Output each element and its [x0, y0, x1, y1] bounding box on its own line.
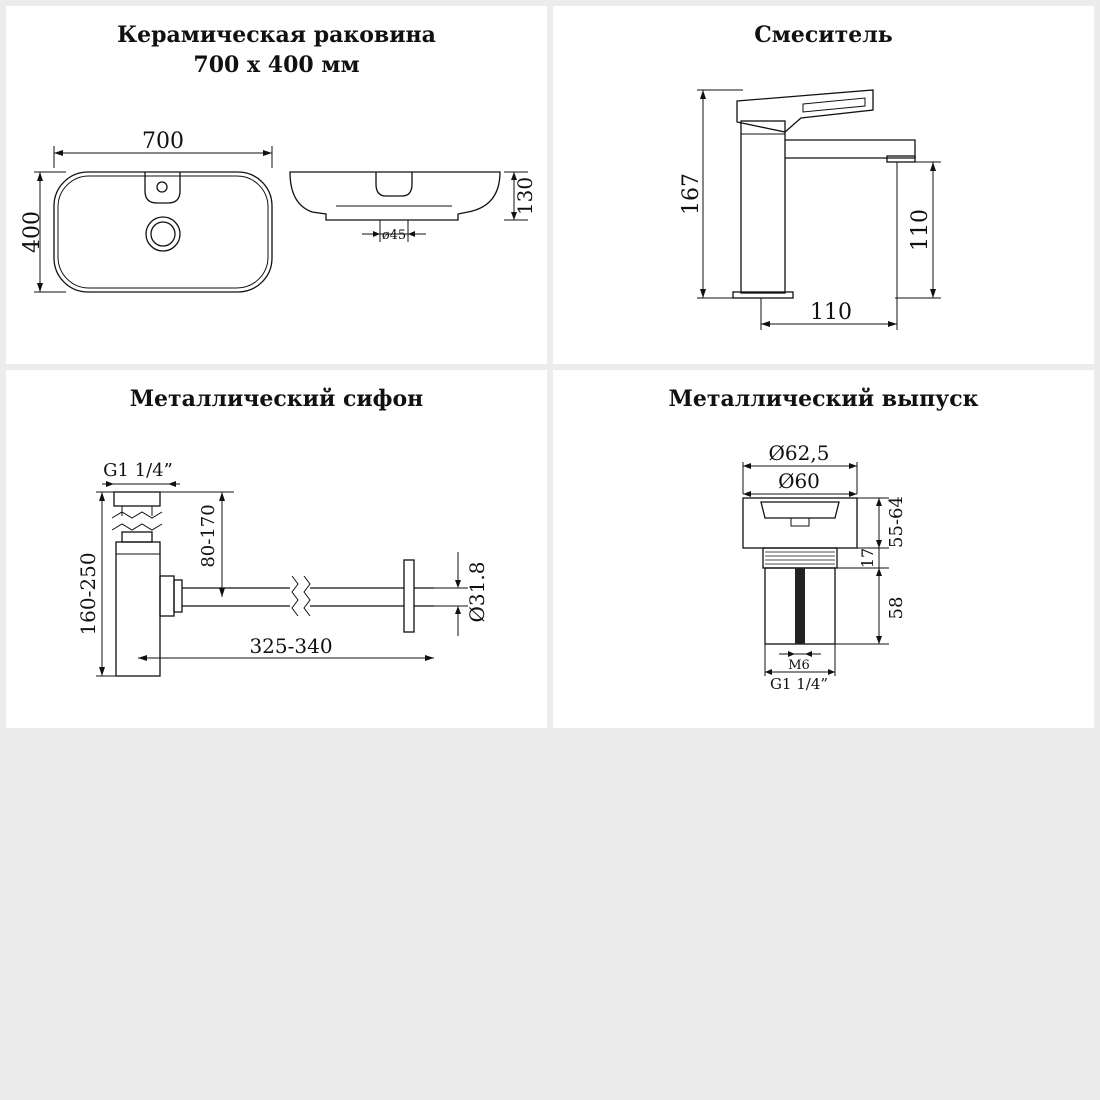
siphon-wall-flange — [403, 559, 415, 633]
drain-thread-label: G1 1/4” — [770, 675, 828, 693]
siphon-length-label: 325-340 — [249, 634, 332, 658]
siphon-height-label: 160-250 — [76, 552, 100, 635]
drain-cap-label: 17 — [858, 548, 877, 568]
siphon-top-nut — [113, 491, 161, 507]
faucet-drawing: 167 110 110 — [679, 89, 941, 330]
sink-side-view — [289, 171, 501, 221]
drain-bolt — [795, 568, 805, 644]
drain-hole — [145, 216, 181, 252]
faucet-title: Смеситель — [754, 22, 893, 48]
drain-outer-label: Ø62,5 — [769, 441, 830, 465]
faucet-panel: Смеситель 167 110 — [553, 6, 1094, 364]
siphon-thread-label: G1 1/4” — [103, 460, 173, 481]
siphon-outlet-nut — [159, 575, 175, 617]
drain-body-label: 58 — [886, 597, 907, 620]
sink-panel: Керамическая раковина 700 x 400 мм 700 4… — [6, 6, 547, 364]
drain-title: Металлический выпуск — [668, 386, 979, 412]
faucet-base — [732, 291, 794, 299]
sink-basin-inner — [57, 175, 269, 289]
sink-basin-outline — [53, 171, 273, 293]
faucet-aerator — [886, 155, 916, 163]
faucet-hole — [156, 181, 168, 193]
sink-title-line2: 700 x 400 мм — [193, 52, 360, 78]
drain-bolt-label: M6 — [788, 658, 810, 673]
siphon-panel: Металлический сифон G1 1/4” — [6, 370, 547, 728]
faucet-spout — [785, 139, 916, 159]
siphon-bottle — [115, 541, 161, 677]
drain-panel: Металлический выпуск Ø62,5 Ø60 — [553, 370, 1094, 728]
faucet-handle-detail — [802, 97, 866, 113]
faucet-mount-pad — [144, 172, 181, 204]
faucet-height-label: 167 — [679, 173, 704, 215]
drain-thread — [762, 547, 838, 569]
siphon-drawing: G1 1/4” — [76, 460, 489, 677]
siphon-break-bottom — [111, 523, 163, 531]
drain-cap — [742, 497, 858, 549]
siphon-break-top — [111, 511, 163, 519]
sink-side-pad — [375, 172, 413, 197]
sink-depth-label: 130 — [513, 177, 537, 215]
drain-plug — [760, 501, 840, 519]
siphon-title: Металлический сифон — [129, 386, 424, 412]
drain-hole-inner — [150, 221, 176, 247]
faucet-handle — [736, 89, 874, 133]
drain-drawing: Ø62,5 Ø60 55-64 17 — [742, 441, 907, 693]
faucet-body — [740, 120, 786, 294]
siphon-inlet-label: 80-170 — [198, 504, 219, 567]
faucet-spout-height-label: 110 — [908, 209, 933, 251]
sink-width-label: 700 — [142, 129, 184, 154]
sink-title-line1: Керамическая раковина — [117, 22, 436, 48]
faucet-reach-label: 110 — [810, 300, 852, 325]
siphon-pipe-break-right — [303, 575, 311, 617]
drain-height-label: 55-64 — [886, 496, 907, 548]
siphon-pipe-break-left — [291, 575, 299, 617]
sink-height-label: 400 — [20, 211, 45, 253]
drain-inner-label: Ø60 — [778, 469, 820, 493]
sink-drain-label: ø45 — [382, 228, 406, 243]
siphon-outlet-label: Ø31.8 — [465, 562, 489, 623]
sink-drawing: 700 400 130 ø45 — [20, 129, 537, 293]
siphon-collar — [121, 531, 153, 543]
